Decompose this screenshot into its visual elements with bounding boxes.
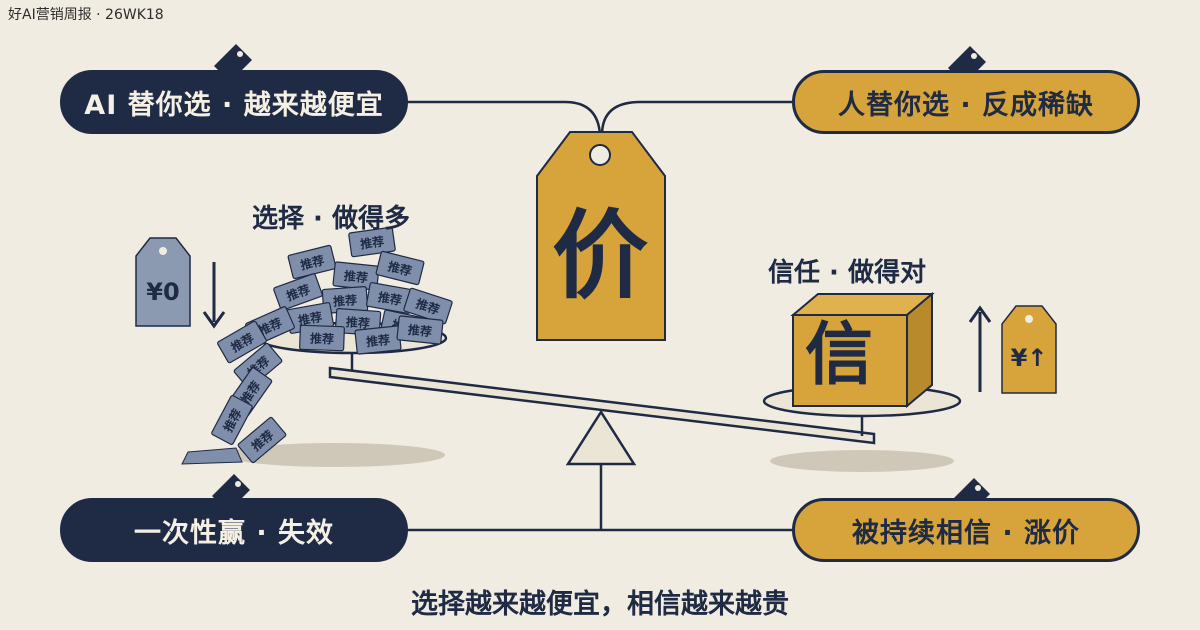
- balance-beam: [328, 366, 876, 445]
- recommendation-card: 推荐: [396, 315, 444, 345]
- pill-continued-trust: 被持续相信 · 涨价: [792, 498, 1140, 562]
- recommendation-card: 推荐: [348, 226, 396, 258]
- pill-ai-chooses: AI 替你选 · 越来越便宜: [60, 70, 408, 134]
- right-pan-caption: 信任 · 做得对: [768, 258, 926, 288]
- pill-human-chooses: 人替你选 · 反成稀缺: [792, 70, 1140, 134]
- recommendation-card: 推荐: [403, 287, 453, 325]
- recommendation-card: 推荐: [211, 395, 253, 445]
- recommendation-card-label: 推荐: [377, 289, 403, 308]
- left-price-label: ¥0: [146, 278, 180, 306]
- recommendation-card: 推荐: [299, 324, 345, 352]
- right-price-tag: [1001, 305, 1057, 394]
- recommendation-card: 推荐: [332, 261, 380, 291]
- trust-box: [790, 291, 935, 409]
- recommendation-card: 推荐: [375, 250, 425, 286]
- shadow-left: [225, 443, 445, 467]
- header-title: 好AI营销周报 · 26WK18: [8, 7, 164, 23]
- left-pan-caption: 选择 · 做得多: [252, 204, 410, 234]
- recommendation-cards: 推荐推荐推荐推荐推荐推荐推荐推荐推荐推荐推荐推荐推荐推荐推荐推荐推荐推荐推荐推荐: [181, 226, 453, 465]
- recommendation-card: 推荐: [217, 320, 267, 364]
- recommendation-card-label: 推荐: [359, 233, 385, 251]
- recommendation-card-label: 推荐: [310, 331, 335, 347]
- footer-slogan: 选择越来越便宜，相信越来越贵: [411, 589, 789, 620]
- recommendation-card: 推荐: [354, 325, 402, 355]
- recommendation-card-label: 推荐: [343, 268, 368, 285]
- left-price-tag: [135, 237, 191, 327]
- recommendation-card: 推荐: [321, 286, 369, 314]
- recommendation-card: 推荐: [365, 282, 415, 314]
- recommendation-card-label: 推荐: [345, 314, 370, 331]
- recommendation-card-label: 推荐: [333, 292, 358, 309]
- fallen-card: [181, 447, 243, 465]
- fulcrum: [565, 409, 637, 466]
- pill-one-time-win: 一次性赢 · 失效: [60, 498, 408, 562]
- recommendation-card-label: 推荐: [407, 322, 432, 339]
- down-arrow-icon: [202, 262, 226, 329]
- trust-glyph: 信: [805, 316, 874, 395]
- recommendation-card-label: 推荐: [386, 258, 413, 278]
- connector-top-right: [600, 100, 795, 136]
- recommendation-card: 推荐: [273, 273, 323, 311]
- recommendation-card-label: 推荐: [297, 309, 323, 328]
- price-glyph: 价: [552, 200, 648, 312]
- recommendation-card-label: 推荐: [414, 296, 441, 318]
- center-price-tag: [536, 131, 666, 341]
- recommendation-card: 推荐: [287, 244, 337, 280]
- recommendation-card-label: 推荐: [365, 332, 390, 349]
- recommendation-card-label: 推荐: [299, 252, 326, 272]
- shadow-right: [770, 450, 954, 472]
- up-arrow-icon: [968, 305, 992, 392]
- right-price-label: ¥↑: [1010, 344, 1048, 372]
